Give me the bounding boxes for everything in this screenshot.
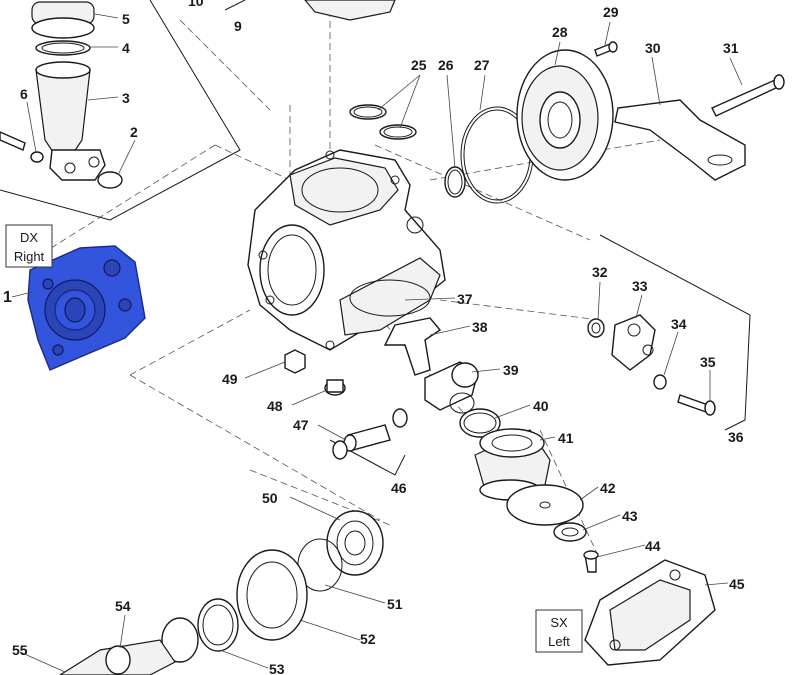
bolt-31 xyxy=(711,74,785,117)
piston-39 xyxy=(424,361,479,414)
part-label-1: 1 xyxy=(3,289,12,306)
part-label-53: 53 xyxy=(269,661,285,675)
leader-lines xyxy=(11,13,743,673)
part-label-37: 37 xyxy=(457,291,473,307)
bracket-30 xyxy=(614,99,746,181)
end-cover-45 xyxy=(584,559,716,666)
o-rings-25 xyxy=(349,104,417,140)
fitting-assembly-32-35 xyxy=(587,314,716,416)
sx-label: SX xyxy=(550,615,568,630)
bolt-29 xyxy=(594,41,618,57)
screw-44 xyxy=(583,550,599,573)
part-label-51: 51 xyxy=(387,596,403,612)
right-label: Right xyxy=(14,249,45,264)
part-label-35: 35 xyxy=(700,354,716,370)
part-label-31: 31 xyxy=(723,40,739,56)
part-label-44: 44 xyxy=(645,538,661,554)
part-label-43: 43 xyxy=(622,508,638,524)
ring-40 xyxy=(459,408,501,438)
part-label-55: 55 xyxy=(12,642,28,658)
part-label-46: 46 xyxy=(391,480,407,496)
part-label-38: 38 xyxy=(472,319,488,335)
left-label: Left xyxy=(548,634,570,649)
part-label-42: 42 xyxy=(600,480,616,496)
part-label-9: 9 xyxy=(234,18,242,34)
group-outlines xyxy=(0,0,751,476)
top-cover-block xyxy=(304,0,396,21)
part-label-28: 28 xyxy=(552,24,568,40)
part-label-48: 48 xyxy=(267,398,283,414)
part-label-4: 4 xyxy=(122,40,130,56)
cover-28 xyxy=(516,49,614,181)
part-label-41: 41 xyxy=(558,430,574,446)
part-number-labels: 1 2 3 4 5 6 9 10 25 26 27 28 29 30 31 32… xyxy=(3,0,745,675)
part-label-45: 45 xyxy=(729,576,745,592)
dx-right-callout: DX Right xyxy=(5,224,53,268)
part-label-49: 49 xyxy=(222,371,238,387)
part-label-10: 10 xyxy=(188,0,204,9)
highlighted-end-cover-1[interactable] xyxy=(27,245,146,371)
pump-housing xyxy=(247,149,446,351)
part-label-5: 5 xyxy=(122,11,130,27)
oil-cup-assembly xyxy=(0,1,123,189)
dx-label: DX xyxy=(20,230,38,245)
part-label-26: 26 xyxy=(438,57,454,73)
lever-38 xyxy=(383,317,442,376)
part-label-27: 27 xyxy=(474,57,490,73)
part-label-34: 34 xyxy=(671,316,687,332)
part-label-2: 2 xyxy=(130,124,138,140)
bearing-stack-50-55 xyxy=(58,510,384,675)
disc-42 xyxy=(506,484,584,526)
part-label-40: 40 xyxy=(533,398,549,414)
part-label-47: 47 xyxy=(293,417,309,433)
part-label-3: 3 xyxy=(122,90,130,106)
part-label-6: 6 xyxy=(20,86,28,102)
pin-assembly-46-47 xyxy=(332,408,408,460)
washer-43 xyxy=(553,522,587,542)
sx-left-callout: SX Left xyxy=(535,609,583,653)
part-label-29: 29 xyxy=(603,4,619,20)
part-label-25: 25 xyxy=(411,57,427,73)
part-label-54: 54 xyxy=(115,598,131,614)
nuts-48-49 xyxy=(284,349,346,396)
part-label-33: 33 xyxy=(632,278,648,294)
part-label-50: 50 xyxy=(262,490,278,506)
part-label-30: 30 xyxy=(645,40,661,56)
part-label-52: 52 xyxy=(360,631,376,647)
part-label-36: 36 xyxy=(728,429,744,445)
part-label-32: 32 xyxy=(592,264,608,280)
part-label-39: 39 xyxy=(503,362,519,378)
